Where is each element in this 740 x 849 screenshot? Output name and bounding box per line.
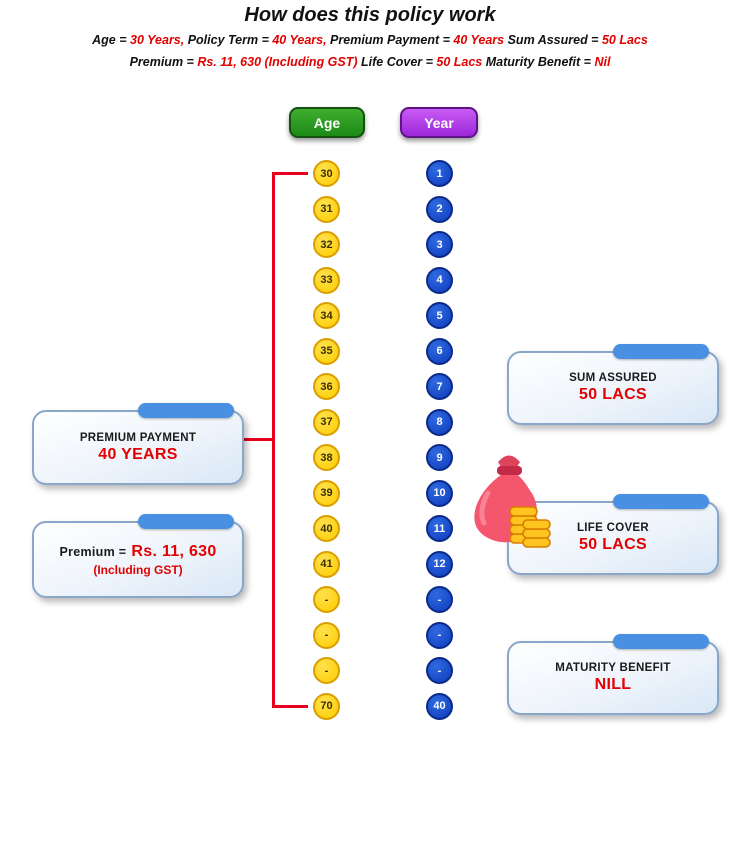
year-circle: 40 xyxy=(426,692,453,720)
card-value: 50 LACS xyxy=(579,536,647,553)
year-column: 1 2 3 4 5 6 7 8 9 10 11 12 - - - 40 xyxy=(426,160,453,720)
subtitle-line2: Premium = Rs. 11, 630 (Including GST) Li… xyxy=(0,55,740,69)
money-bag-icon xyxy=(465,447,553,557)
age-circle: - xyxy=(313,586,340,613)
age-circle: - xyxy=(313,657,340,684)
year-circle: 8 xyxy=(426,408,453,436)
card-label: MATURITY BENEFIT xyxy=(555,662,671,674)
age-column: 30 31 32 33 34 35 36 37 38 39 40 41 - - … xyxy=(313,160,340,720)
bracket-top-tick xyxy=(272,172,308,175)
age-circle: 37 xyxy=(313,408,340,436)
card-tab xyxy=(133,403,234,418)
subtitle-value: 40 Years, xyxy=(272,33,327,47)
maturity-benefit-card: MATURITY BENEFIT NILL xyxy=(507,634,719,715)
age-circle: 39 xyxy=(313,479,340,507)
subtitle-text: Premium = xyxy=(129,55,198,69)
card-value: 40 YEARS xyxy=(98,445,178,463)
card-label: Premium = xyxy=(59,544,127,559)
year-circle: 2 xyxy=(426,195,453,223)
subtitle-text: Life Cover = xyxy=(357,55,437,69)
year-circle: 10 xyxy=(426,479,453,507)
year-circle: 7 xyxy=(426,373,453,400)
page-title: How does this policy work xyxy=(244,4,496,26)
card-tab xyxy=(133,514,234,529)
year-circle: 5 xyxy=(426,302,453,329)
age-column-header: Age xyxy=(289,107,365,138)
subtitle-text: Policy Term = xyxy=(184,33,273,47)
subtitle-value: Nil xyxy=(594,55,611,69)
card-tab xyxy=(608,634,709,649)
year-circle: 11 xyxy=(426,515,453,542)
age-circle: 34 xyxy=(313,302,340,329)
age-circle: 31 xyxy=(313,195,340,223)
subtitle-text: Sum Assured = xyxy=(504,33,602,47)
age-circle: 33 xyxy=(313,266,340,294)
card-label: LIFE COVER xyxy=(576,522,649,534)
age-circle: 41 xyxy=(313,550,340,578)
subtitle-text: Maturity Benefit = xyxy=(482,55,595,69)
subtitle-value: 30 Years, xyxy=(130,33,185,47)
year-circle: - xyxy=(426,586,453,613)
card-value: 50 LACS xyxy=(579,386,647,403)
age-circle: 30 xyxy=(313,160,340,187)
subtitle-text: Age = xyxy=(92,33,131,47)
subtitle-value: 50 Lacs xyxy=(601,33,648,47)
age-circle: 70 xyxy=(313,692,340,720)
year-circle: 9 xyxy=(426,444,453,471)
card-value: Rs. 11, 630 xyxy=(131,542,217,560)
card-tab xyxy=(608,344,709,359)
year-circle: - xyxy=(426,657,453,684)
card-label: SUM ASSURED xyxy=(569,372,657,384)
year-column-header: Year xyxy=(400,107,478,138)
year-circle: - xyxy=(426,621,453,649)
age-circle: 32 xyxy=(313,231,340,258)
subtitle-value: Rs. 11, 630 (Including GST) xyxy=(197,55,358,69)
card-tab xyxy=(608,494,709,509)
age-circle: - xyxy=(313,621,340,649)
premium-row: Premium = Rs. 11, 630 xyxy=(59,543,216,561)
year-circle: 3 xyxy=(426,231,453,258)
year-circle: 12 xyxy=(426,550,453,578)
card-value: NILL xyxy=(594,676,632,693)
card-note: (Including GST) xyxy=(93,562,183,577)
year-circle: 6 xyxy=(426,337,453,365)
premium-card: Premium = Rs. 11, 630 (Including GST) xyxy=(32,514,244,598)
subtitle-value: 50 Lacs xyxy=(436,55,483,69)
subtitle-text: Premium Payment = xyxy=(326,33,454,47)
age-circle: 38 xyxy=(313,444,340,471)
premium-payment-card: PREMIUM PAYMENT 40 YEARS xyxy=(32,403,244,485)
bracket-connector-line xyxy=(243,438,275,441)
age-circle: 36 xyxy=(313,373,340,400)
year-circle: 1 xyxy=(426,160,453,187)
age-circle: 35 xyxy=(313,337,340,365)
bracket-bottom-tick xyxy=(272,705,308,708)
year-circle: 4 xyxy=(426,266,453,294)
subtitle-value: 40 Years xyxy=(453,33,505,47)
sum-assured-card: SUM ASSURED 50 LACS xyxy=(507,344,719,425)
subtitle-line1: Age = 30 Years, Policy Term = 40 Years, … xyxy=(0,33,740,47)
card-label: PREMIUM PAYMENT xyxy=(79,431,197,444)
age-circle: 40 xyxy=(313,515,340,542)
